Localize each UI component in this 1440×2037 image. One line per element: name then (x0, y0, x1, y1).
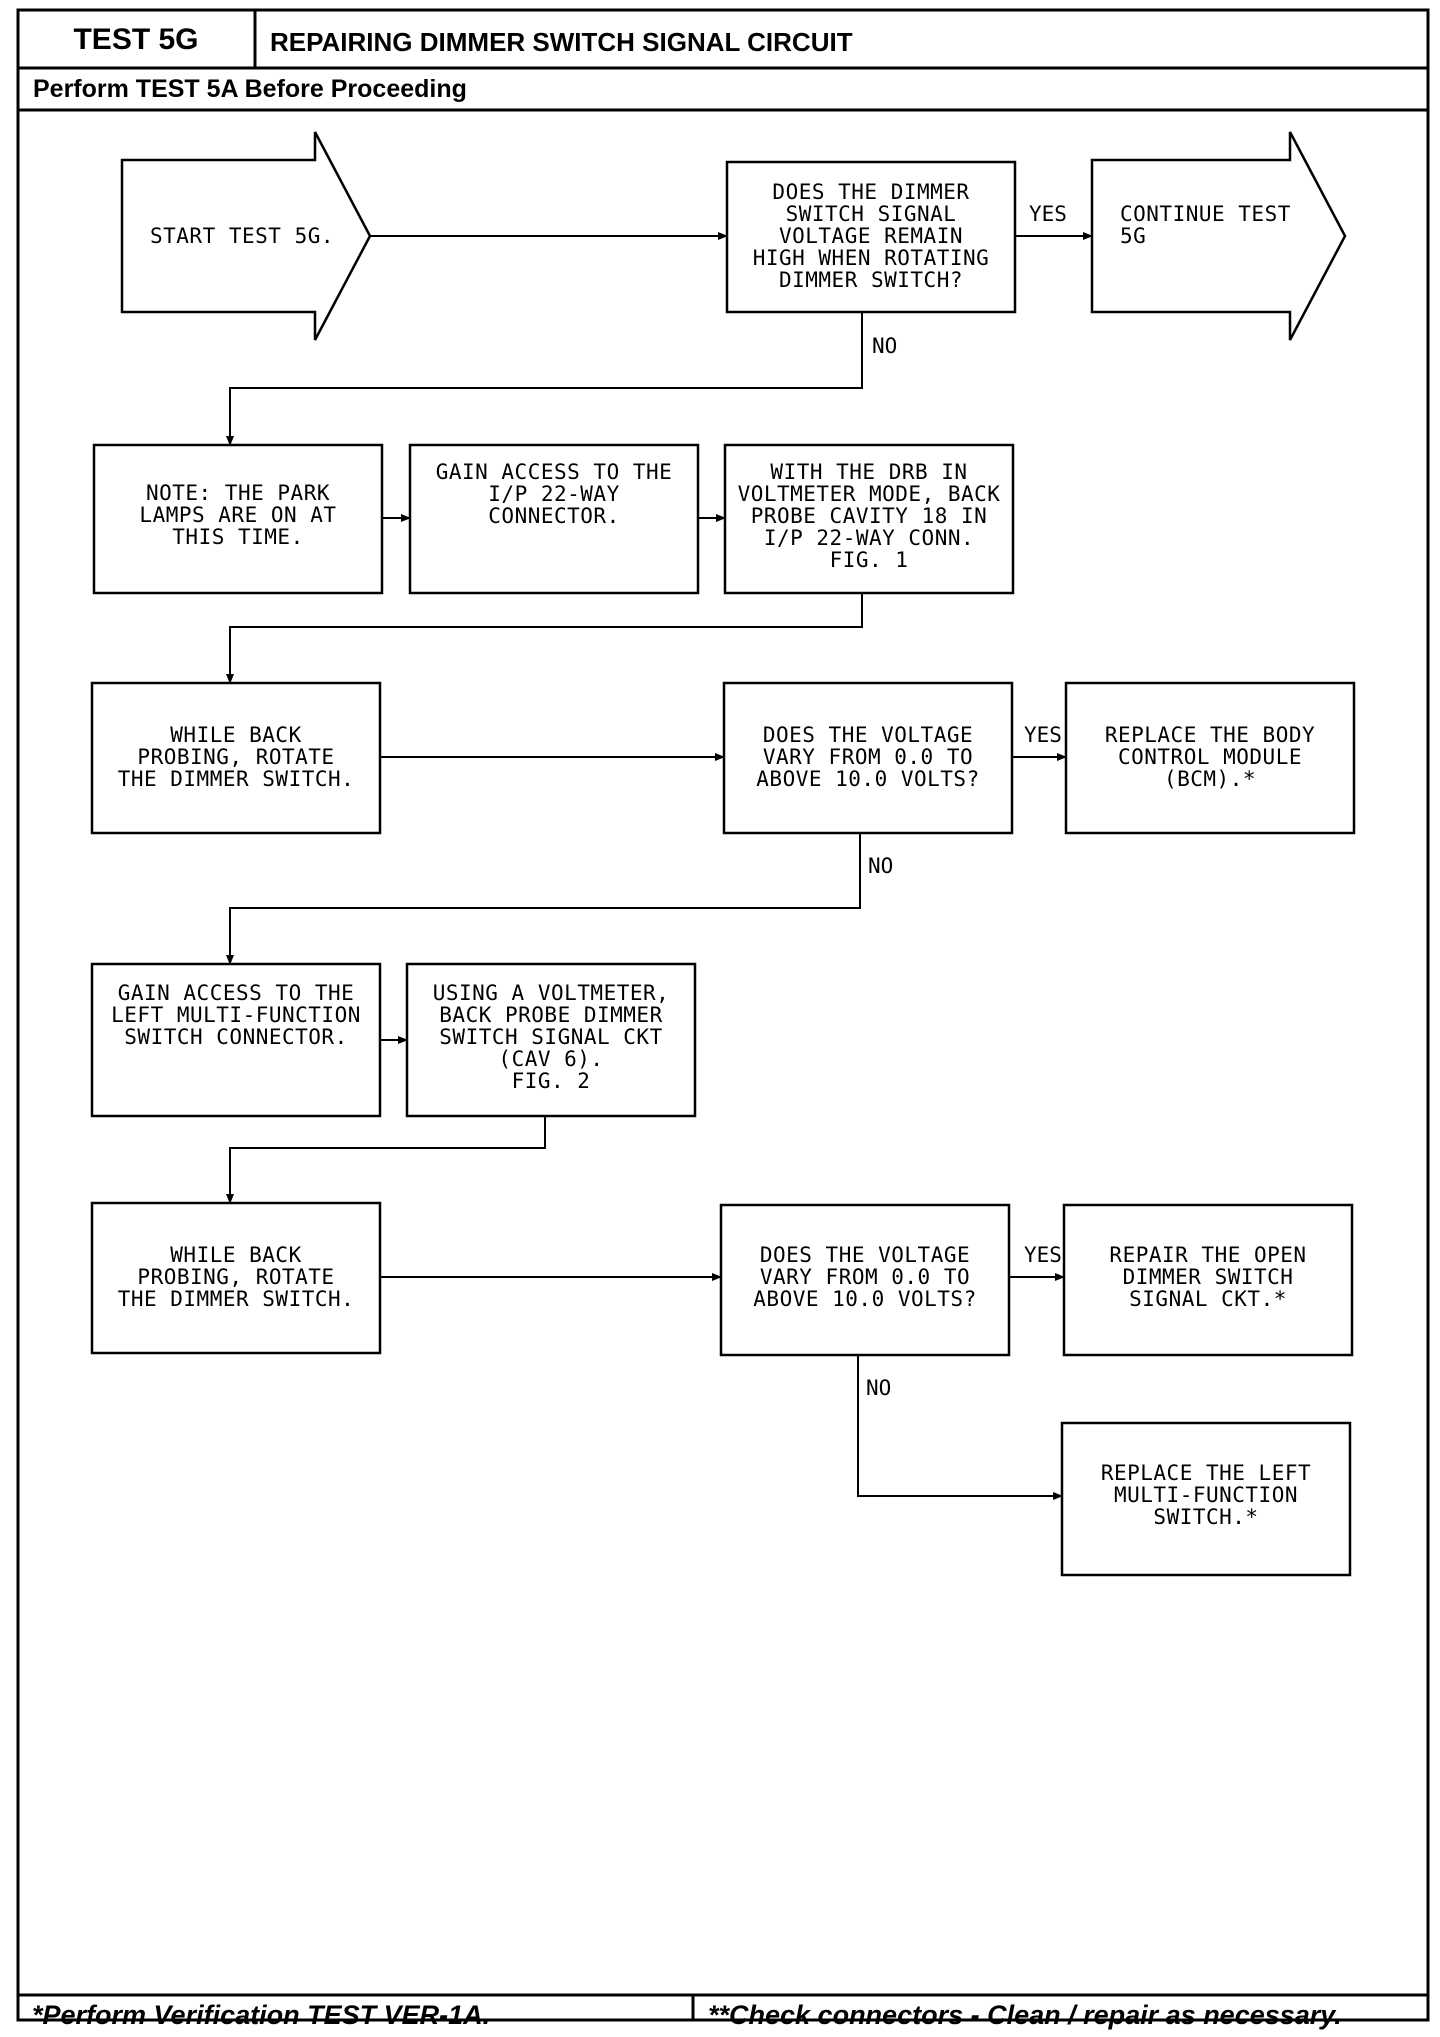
voltmeter-text-line: BACK PROBE DIMMER (439, 1003, 662, 1027)
connector-drb-to-rotate1 (226, 593, 863, 684)
start-text-line: START TEST 5G. (150, 224, 334, 248)
access-ip-text-line: GAIN ACCESS TO THE (436, 460, 673, 484)
rotate2-text-line: THE DIMMER SWITCH. (118, 1287, 355, 1311)
drb-text-line: VOLTMETER MODE, BACK (738, 482, 1001, 506)
repair-text-line: SIGNAL CKT.* (1129, 1287, 1287, 1311)
q2-text-line: DOES THE VOLTAGE (763, 723, 973, 747)
continue-arrow-shape (1090, 131, 1347, 341)
rotate1-text-line: THE DIMMER SWITCH. (118, 767, 355, 791)
sheet-border (16, 8, 1430, 2022)
continue-text-line: 5G (1120, 224, 1146, 248)
q2-text-line: ABOVE 10.0 VOLTS? (756, 767, 979, 791)
footer-connector-note: **Check connectors - Clean / repair as n… (708, 2000, 1342, 2030)
voltmeter-text-line: (CAV 6). (498, 1047, 603, 1071)
q1-text-line: SWITCH SIGNAL (786, 202, 957, 226)
replace-mf-text-line: SWITCH.* (1153, 1505, 1258, 1529)
q1-text-line: VOLTAGE REMAIN (779, 224, 963, 248)
continue-text-line: CONTINUE TEST (1120, 202, 1291, 226)
bcm-text-line: CONTROL MODULE (1118, 745, 1302, 769)
replace-mf-box (1060, 1421, 1352, 1577)
repair-text-line: DIMMER SWITCH (1123, 1265, 1294, 1289)
voltmeter-text-line: FIG. 2 (512, 1069, 591, 1093)
note-text-line: NOTE: THE PARK (146, 481, 330, 505)
q3-yes-label: YES (1024, 1243, 1062, 1267)
repair-text-line: REPAIR THE OPEN (1109, 1243, 1306, 1267)
prerequisite-note: Perform TEST 5A Before Proceeding (33, 75, 467, 103)
repair-box (1062, 1203, 1354, 1357)
q3-text-line: ABOVE 10.0 VOLTS? (753, 1287, 976, 1311)
q3-text-line: DOES THE VOLTAGE (760, 1243, 970, 1267)
access-ip-text-line: CONNECTOR. (488, 504, 619, 528)
voltmeter-box (405, 962, 697, 1118)
access-ip-box (408, 443, 700, 595)
rotate2-text-line: WHILE BACK (170, 1243, 301, 1267)
q2-yes-label: YES (1024, 723, 1062, 747)
rotate2-text-line: PROBING, ROTATE (137, 1265, 334, 1289)
q1-box (725, 160, 1017, 314)
q2-no-label: NO (868, 854, 893, 878)
bcm-text-line: REPLACE THE BODY (1105, 723, 1315, 747)
q3-box (719, 1203, 1011, 1357)
note-box (92, 443, 384, 595)
access-mf-text-line: LEFT MULTI-FUNCTION (111, 1003, 361, 1027)
replace-mf-text-line: REPLACE THE LEFT (1101, 1461, 1311, 1485)
q3-text-line: VARY FROM 0.0 TO (760, 1265, 970, 1289)
q1-yes-label: YES (1029, 202, 1067, 226)
access-mf-box (90, 962, 382, 1118)
drb-box (723, 443, 1015, 595)
note-text-line: THIS TIME. (172, 525, 303, 549)
q1-text-line: DIMMER SWITCH? (779, 268, 963, 292)
drb-text-line: I/P 22-WAY CONN. (764, 526, 974, 550)
connector-q2-no (226, 833, 861, 965)
q3-no-label: NO (866, 1376, 891, 1400)
note-text-line: LAMPS ARE ON AT (139, 503, 336, 527)
rotate1-text-line: WHILE BACK (170, 723, 301, 747)
q2-text-line: VARY FROM 0.0 TO (763, 745, 973, 769)
drb-text-line: PROBE CAVITY 18 IN (751, 504, 988, 528)
access-mf-text-line: SWITCH CONNECTOR. (124, 1025, 347, 1049)
connector-q1-no (226, 312, 863, 446)
drb-text-line: FIG. 1 (830, 548, 909, 572)
rotate1-box (90, 681, 382, 835)
access-ip-text-line: I/P 22-WAY (488, 482, 619, 506)
connector-q3-no (857, 1355, 1063, 1500)
rotate1-text-line: PROBING, ROTATE (137, 745, 334, 769)
q1-text-line: HIGH WHEN ROTATING (753, 246, 990, 270)
connector-voltmeter-to-rotate2 (226, 1116, 546, 1204)
q1-no-label: NO (872, 334, 897, 358)
q1-text-line: DOES THE DIMMER (772, 180, 969, 204)
voltmeter-text-line: USING A VOLTMETER, (433, 981, 670, 1005)
voltmeter-text-line: SWITCH SIGNAL CKT (439, 1025, 662, 1049)
replace-mf-text-line: MULTI-FUNCTION (1114, 1483, 1298, 1507)
footer-verification-note: *Perform Verification TEST VER-1A. (32, 2000, 490, 2030)
rotate2-box (90, 1201, 382, 1355)
page-title: REPAIRING DIMMER SWITCH SIGNAL CIRCUIT (270, 27, 853, 57)
bcm-text-line: (BCM).* (1164, 767, 1256, 791)
start-arrow-shape (120, 131, 372, 341)
test-id: TEST 5G (73, 23, 198, 56)
drb-text-line: WITH THE DRB IN (770, 460, 967, 484)
access-mf-text-line: GAIN ACCESS TO THE (118, 981, 355, 1005)
